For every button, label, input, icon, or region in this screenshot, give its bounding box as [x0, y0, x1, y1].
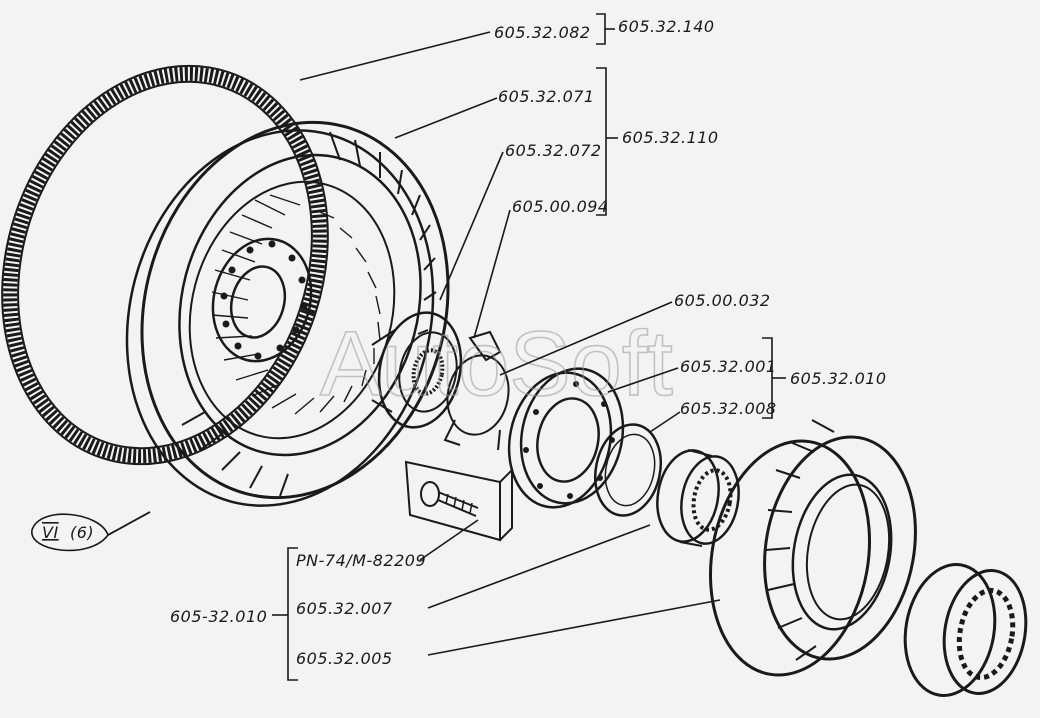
part-labels: 605.32.082 605.32.140 605.32.071 605.32.… — [170, 17, 887, 668]
label-bearing-ring: 605.32.005 — [296, 649, 393, 668]
impeller-outer-slots — [181, 131, 437, 497]
label-impeller-group: 605.32.110 — [622, 128, 719, 147]
flange-ring — [507, 367, 625, 509]
hub-bolt-holes — [220, 240, 308, 360]
label-bearing-group: 605-32.010 — [170, 607, 267, 626]
retaining-ring — [594, 423, 662, 517]
bolt-panel — [404, 460, 513, 542]
washer — [443, 330, 510, 451]
label-flange: 605.32.001 — [680, 357, 777, 376]
small-bearing — [903, 563, 1028, 697]
label-lock-washer: 605.00.032 — [674, 291, 771, 310]
impeller-wheel — [125, 120, 450, 507]
label-hub: 605.32.072 — [505, 141, 602, 160]
label-bearing-cage: 605.32.007 — [296, 599, 393, 618]
label-flange-group: 605.32.010 — [790, 369, 887, 388]
label-impeller: 605.32.071 — [498, 87, 595, 106]
label-screw: PN-74/M-82209 — [296, 551, 426, 570]
hub-flange — [371, 311, 463, 429]
watermark: AutoSoft — [320, 313, 673, 415]
label-ring: 605.32.008 — [680, 399, 777, 418]
label-gasket-group: 605.32.140 — [618, 17, 715, 36]
view-marker-roman: VI — [42, 523, 59, 542]
view-marker: VI (6) — [31, 511, 151, 552]
label-washer: 605.00.094 — [512, 197, 609, 216]
impeller-blades — [211, 194, 381, 415]
bearing-cage — [656, 449, 740, 547]
view-marker-number: (6) — [70, 523, 94, 542]
label-gasket: 605.32.082 — [494, 23, 591, 42]
bearing-ring — [708, 419, 917, 677]
